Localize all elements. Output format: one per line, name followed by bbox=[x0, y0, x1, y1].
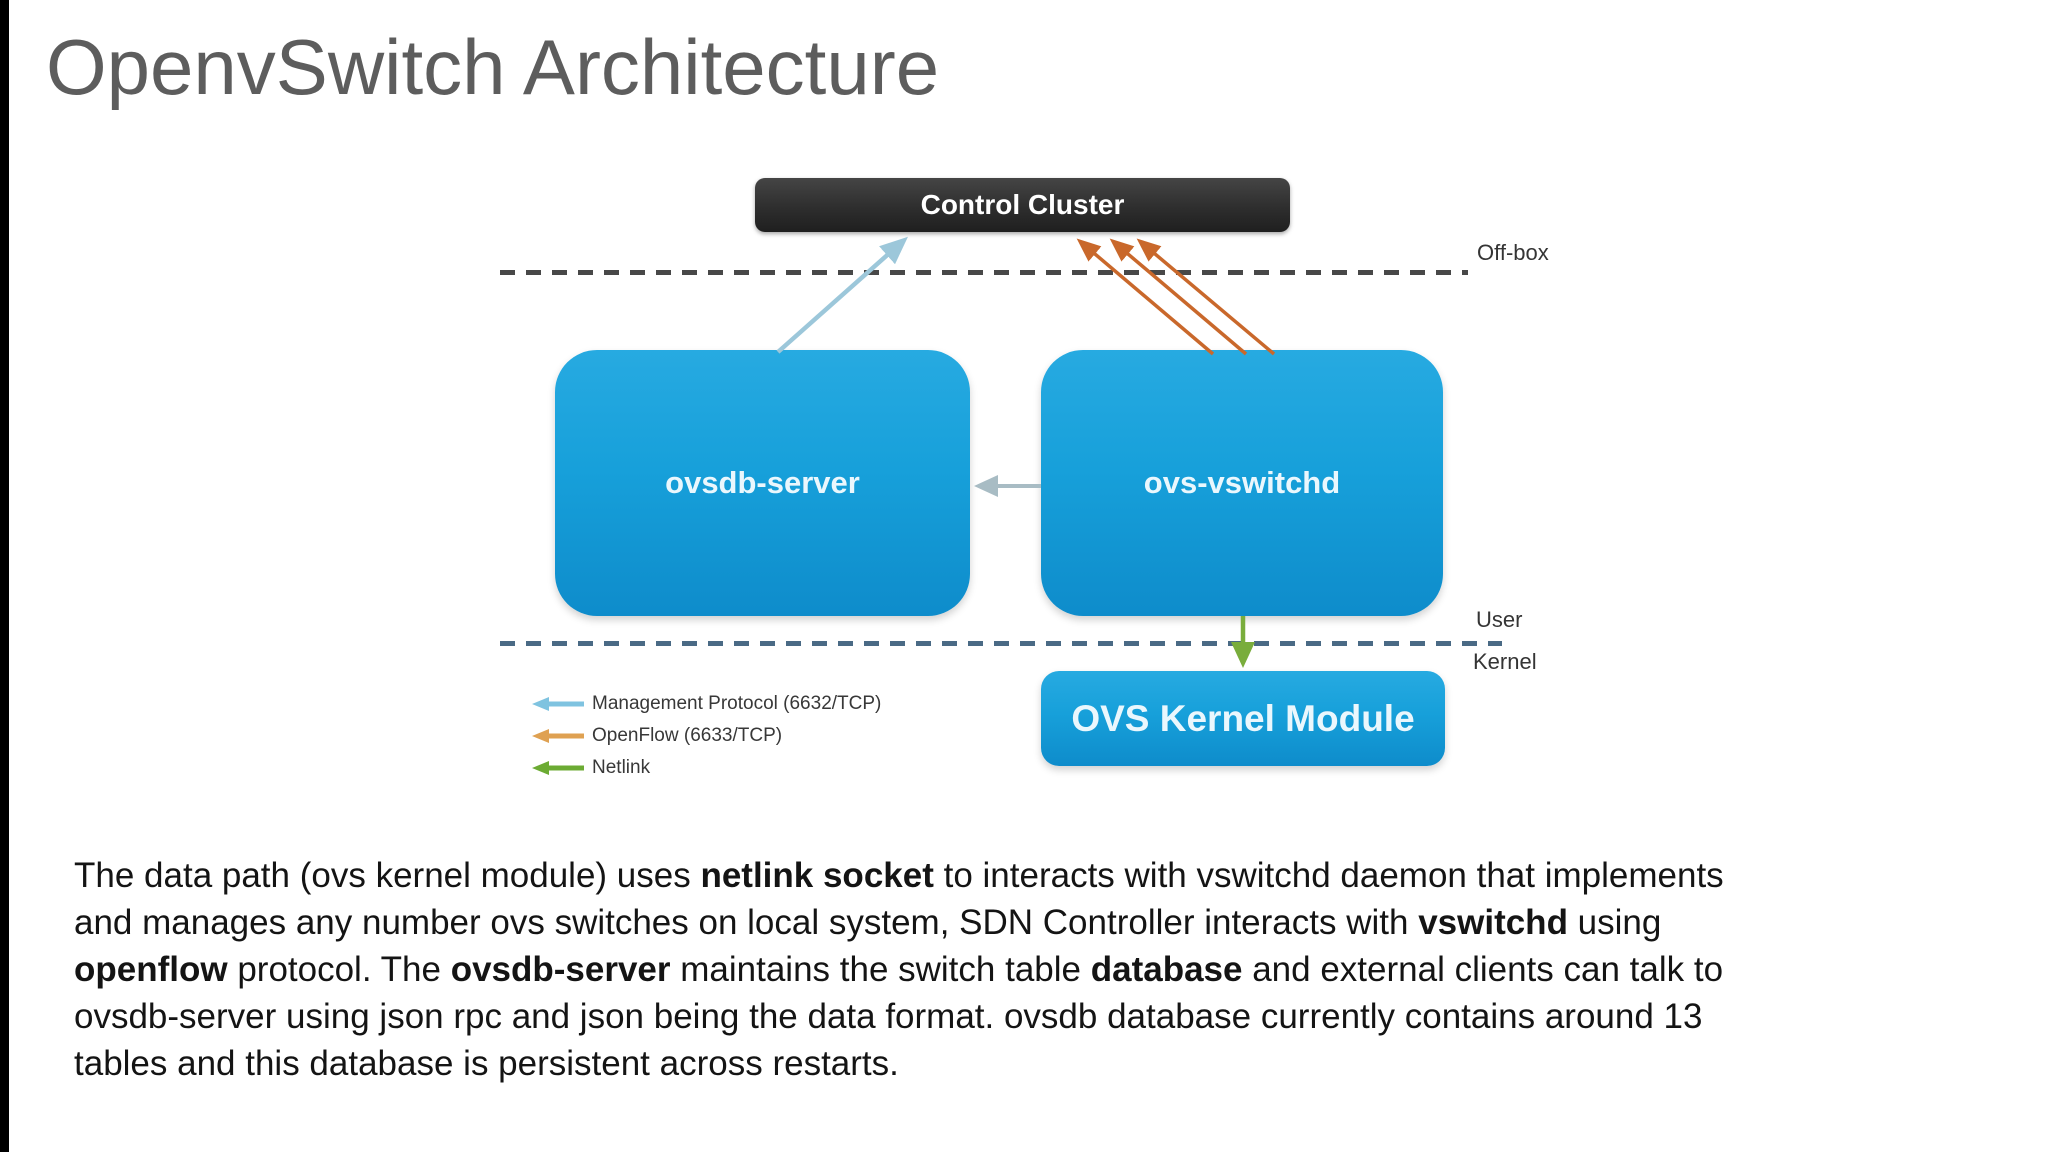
legend-item-management-protocol: Management Protocol (6632/TCP) bbox=[532, 688, 881, 720]
ovs-vswitchd-label: ovs-vswitchd bbox=[1143, 465, 1341, 500]
legend-item-openflow: OpenFlow (6633/TCP) bbox=[532, 720, 881, 752]
openflow-arrow bbox=[1076, 238, 1215, 356]
legend-item-netlink: Netlink bbox=[532, 752, 881, 784]
kernel-zone-label: Kernel bbox=[1473, 649, 1537, 674]
paragraph-line: tables and this database is persistent a… bbox=[74, 1044, 899, 1083]
ovs-vswitchd-node: ovs-vswitchd bbox=[1041, 350, 1443, 616]
paragraph-line: openflow protocol. The ovsdb-server main… bbox=[74, 950, 1724, 989]
management-protocol-arrow bbox=[776, 236, 908, 354]
netlink-arrow-icon bbox=[532, 761, 584, 775]
ovs-kernel-module-label: OVS Kernel Module bbox=[1071, 697, 1415, 739]
management-protocol-arrow-icon bbox=[532, 697, 584, 711]
legend-label: Management Protocol (6632/TCP) bbox=[592, 693, 882, 714]
user-zone-label: User bbox=[1476, 607, 1523, 632]
openflow-arrow bbox=[1109, 238, 1248, 356]
paragraph-line: ovsdb-server using json rpc and json bei… bbox=[74, 997, 1703, 1036]
page-title: OpenvSwitch Architecture bbox=[46, 23, 940, 111]
legend: Management Protocol (6632/TCP) OpenFlow … bbox=[532, 688, 881, 784]
ovsdb-server-node: ovsdb-server bbox=[555, 350, 970, 616]
openflow-arrow-icon bbox=[532, 729, 584, 743]
control-cluster-node: Control Cluster bbox=[755, 178, 1290, 232]
legend-label: OpenFlow (6633/TCP) bbox=[592, 725, 783, 746]
left-edge-bar bbox=[0, 0, 9, 1152]
ovsdb-server-label: ovsdb-server bbox=[665, 465, 860, 500]
paragraph-line: The data path (ovs kernel module) uses n… bbox=[74, 856, 1724, 895]
ovs-kernel-module-node: OVS Kernel Module bbox=[1041, 671, 1445, 766]
openflow-arrow bbox=[1136, 238, 1276, 356]
paragraph-line: and manages any number ovs switches on l… bbox=[74, 903, 1662, 942]
offbox-boundary-dashed-line bbox=[500, 270, 1468, 275]
offbox-zone-label: Off-box bbox=[1477, 240, 1549, 265]
legend-label: Netlink bbox=[592, 757, 651, 778]
control-cluster-label: Control Cluster bbox=[920, 189, 1125, 220]
body-paragraph: The data path (ovs kernel module) uses n… bbox=[74, 852, 1724, 1087]
user-kernel-boundary-dashed-line bbox=[500, 641, 1502, 646]
